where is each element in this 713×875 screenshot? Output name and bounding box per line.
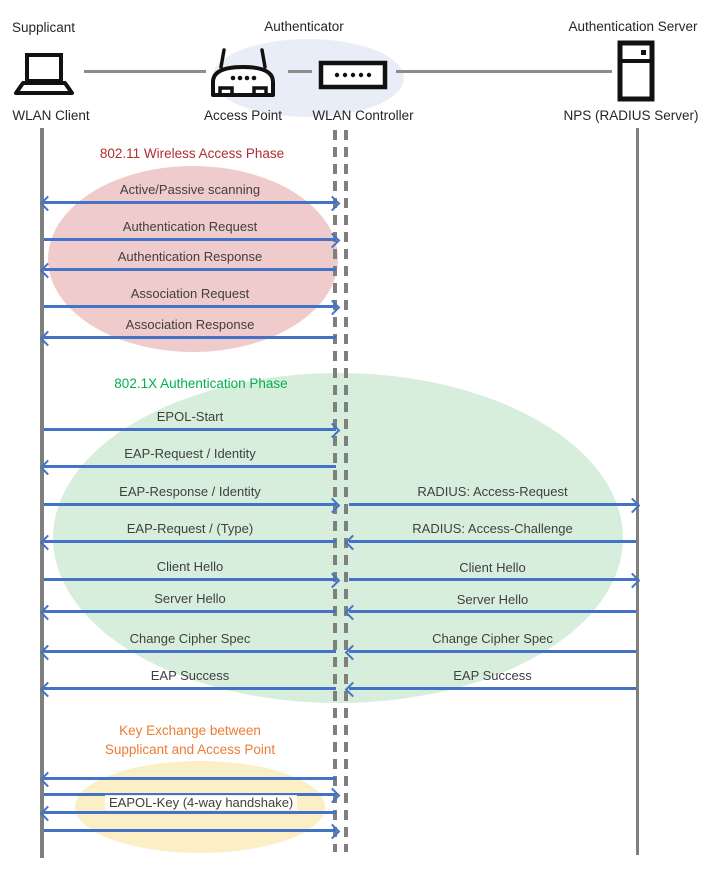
message-arrow-left xyxy=(344,534,636,550)
link-client-to-ap xyxy=(84,70,206,73)
lifeline-controller-right xyxy=(344,130,348,852)
role-authenticator: Authenticator xyxy=(264,19,344,34)
arrowhead-icon xyxy=(324,823,341,839)
role-supplicant: Supplicant xyxy=(12,20,76,35)
lifeline-wlan-client xyxy=(40,128,44,858)
lifeline-radius-server xyxy=(636,128,639,855)
wireless-access-phase-ellipse xyxy=(48,166,338,352)
message-label: Server Hello xyxy=(154,591,226,606)
message-label: EAP Success xyxy=(150,668,230,683)
phase-title-authentication: 802.1X Authentication Phase xyxy=(114,376,288,391)
message-arrow-left xyxy=(39,534,336,550)
message-arrow-right xyxy=(44,299,341,315)
message-label: EPOL-Start xyxy=(156,409,224,424)
message-label: EAP-Request / Identity xyxy=(124,446,256,461)
device-access-point: Access Point xyxy=(203,108,283,123)
message-label: Client Hello xyxy=(156,559,224,574)
access-point-icon xyxy=(211,48,275,97)
message-arrow-left xyxy=(39,459,336,475)
device-nps-radius-server: NPS (RADIUS Server) xyxy=(563,108,699,123)
role-authentication-server: Authentication Server xyxy=(568,19,698,34)
message-arrow-right xyxy=(44,823,341,839)
message-arrow-left xyxy=(39,604,336,620)
message-label: Association Response xyxy=(125,317,255,332)
phase-title-key-exchange-line1: Key Exchange between xyxy=(119,723,261,738)
message-label: Change Cipher Spec xyxy=(432,631,553,646)
server-icon xyxy=(617,40,655,102)
message-arrow-right xyxy=(44,497,341,513)
message-arrow-right xyxy=(349,497,641,513)
message-label: Server Hello xyxy=(456,592,529,607)
message-label: RADIUS: Access-Challenge xyxy=(412,521,573,536)
message-label: RADIUS: Access-Request xyxy=(417,484,568,499)
message-label: Authentication Request xyxy=(122,219,258,234)
message-label: Association Request xyxy=(130,286,250,301)
message-arrow-left xyxy=(344,644,636,660)
arrowhead-icon xyxy=(324,787,341,803)
message-label: EAP-Request / (Type) xyxy=(126,521,254,536)
message-arrow-left xyxy=(39,262,336,278)
message-arrow-left xyxy=(39,681,336,697)
message-label: Change Cipher Spec xyxy=(129,631,251,646)
link-ap-to-controller xyxy=(288,70,312,73)
message-arrow-left xyxy=(344,681,636,697)
message-label: EAP Success xyxy=(453,668,532,683)
link-controller-to-server xyxy=(396,70,612,73)
message-arrow-left xyxy=(39,771,336,787)
message-arrow-right xyxy=(44,787,341,803)
arrowhead-icon xyxy=(324,299,341,315)
message-arrow-right xyxy=(349,572,641,588)
message-label: Active/Passive scanning xyxy=(119,182,261,197)
device-wlan-controller: WLAN Controller xyxy=(312,108,414,123)
lifeline-controller-left xyxy=(333,130,337,852)
phase-title-key-exchange-line2: Supplicant and Access Point xyxy=(104,742,276,757)
message-arrow-right xyxy=(44,422,341,438)
message-arrow-right xyxy=(44,232,341,248)
arrowhead-icon xyxy=(324,195,341,211)
message-label: EAPOL-Key (4-way handshake) xyxy=(105,795,298,810)
wlan-controller-icon xyxy=(318,60,388,90)
device-wlan-client: WLAN Client xyxy=(12,108,90,123)
phase-title-wireless-access: 802.11 Wireless Access Phase xyxy=(99,146,285,161)
message-arrow-left xyxy=(39,644,336,660)
message-arrow-right xyxy=(44,572,341,588)
message-arrow-left xyxy=(39,805,336,821)
message-label: Client Hello xyxy=(459,560,526,575)
message-arrow-bidirectional xyxy=(39,195,341,211)
message-arrow-left xyxy=(344,604,636,620)
message-arrow-left xyxy=(39,330,336,346)
message-label: Authentication Response xyxy=(117,249,263,264)
laptop-icon xyxy=(14,53,74,95)
message-label: EAP-Response / Identity xyxy=(119,484,261,499)
